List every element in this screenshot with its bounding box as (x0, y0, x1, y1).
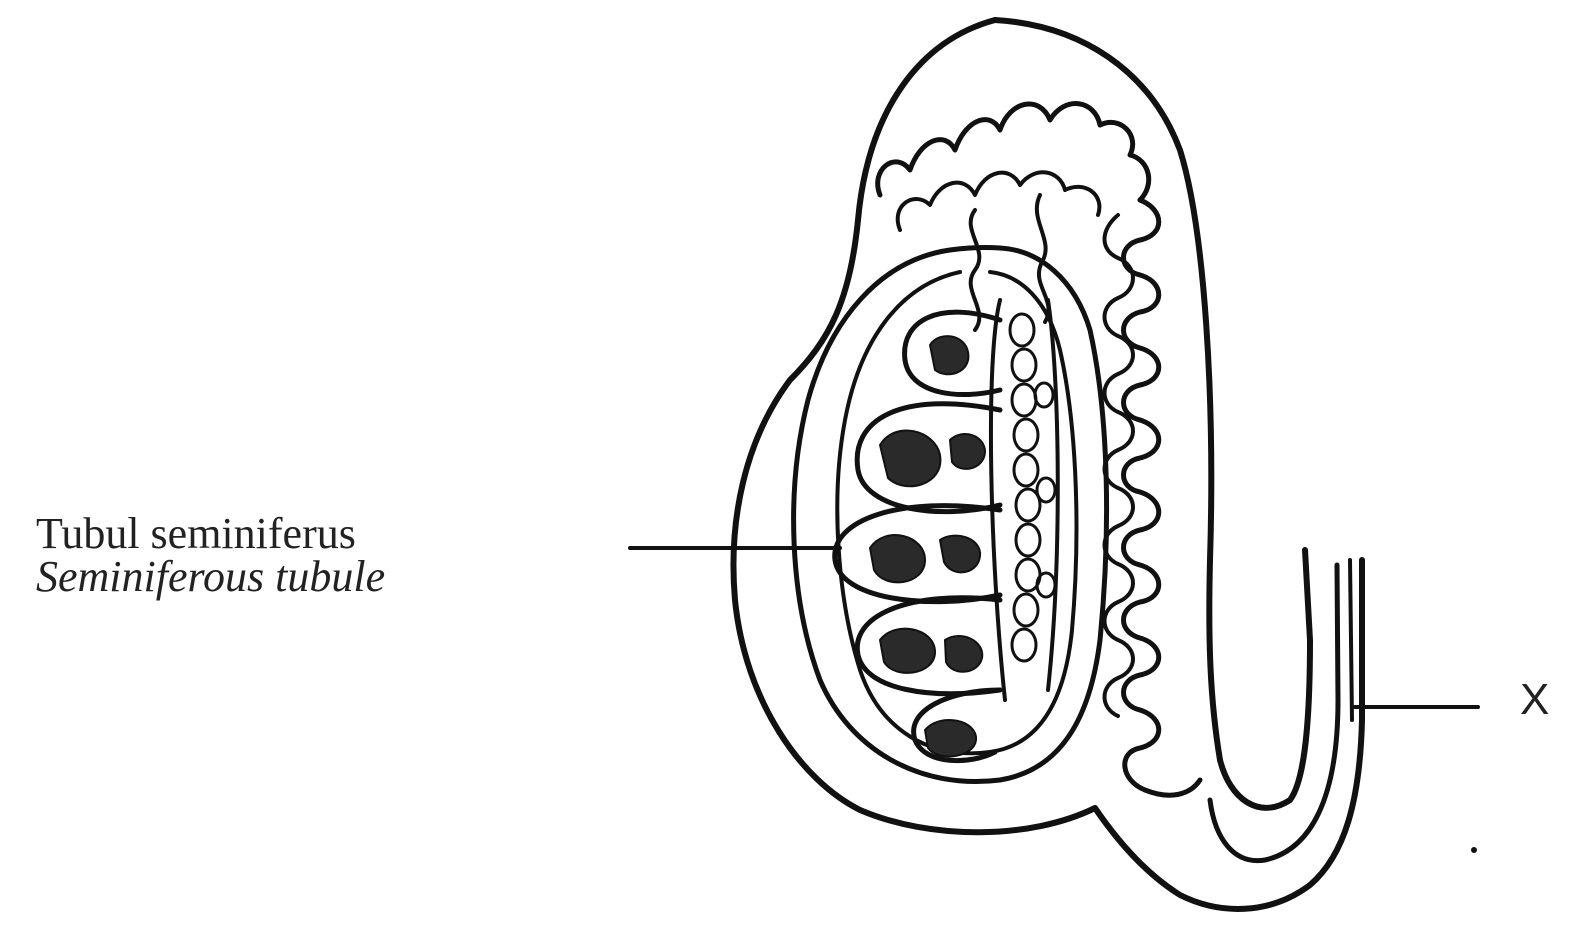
label-seminiferous-malay: Tubul seminiferus (36, 512, 356, 556)
speck-dot (1471, 847, 1477, 853)
epididymis-head-coils-inner (898, 172, 1100, 230)
vas-deferens-line-a (1210, 565, 1338, 861)
label-seminiferous-english: Seminiferous tubule (36, 555, 385, 599)
epididymis-body-coils (1124, 200, 1201, 795)
testis-outer-wall (733, 20, 1362, 909)
epididymis-head-coils (878, 104, 1149, 200)
rete-testis (991, 300, 1058, 700)
vas-deferens-line-b (1350, 560, 1352, 720)
epididymis-outer-wall (995, 20, 1310, 808)
testis-inner-wall (794, 248, 1107, 782)
seminiferous-lobules (835, 312, 1000, 760)
label-x: X (1520, 678, 1549, 722)
